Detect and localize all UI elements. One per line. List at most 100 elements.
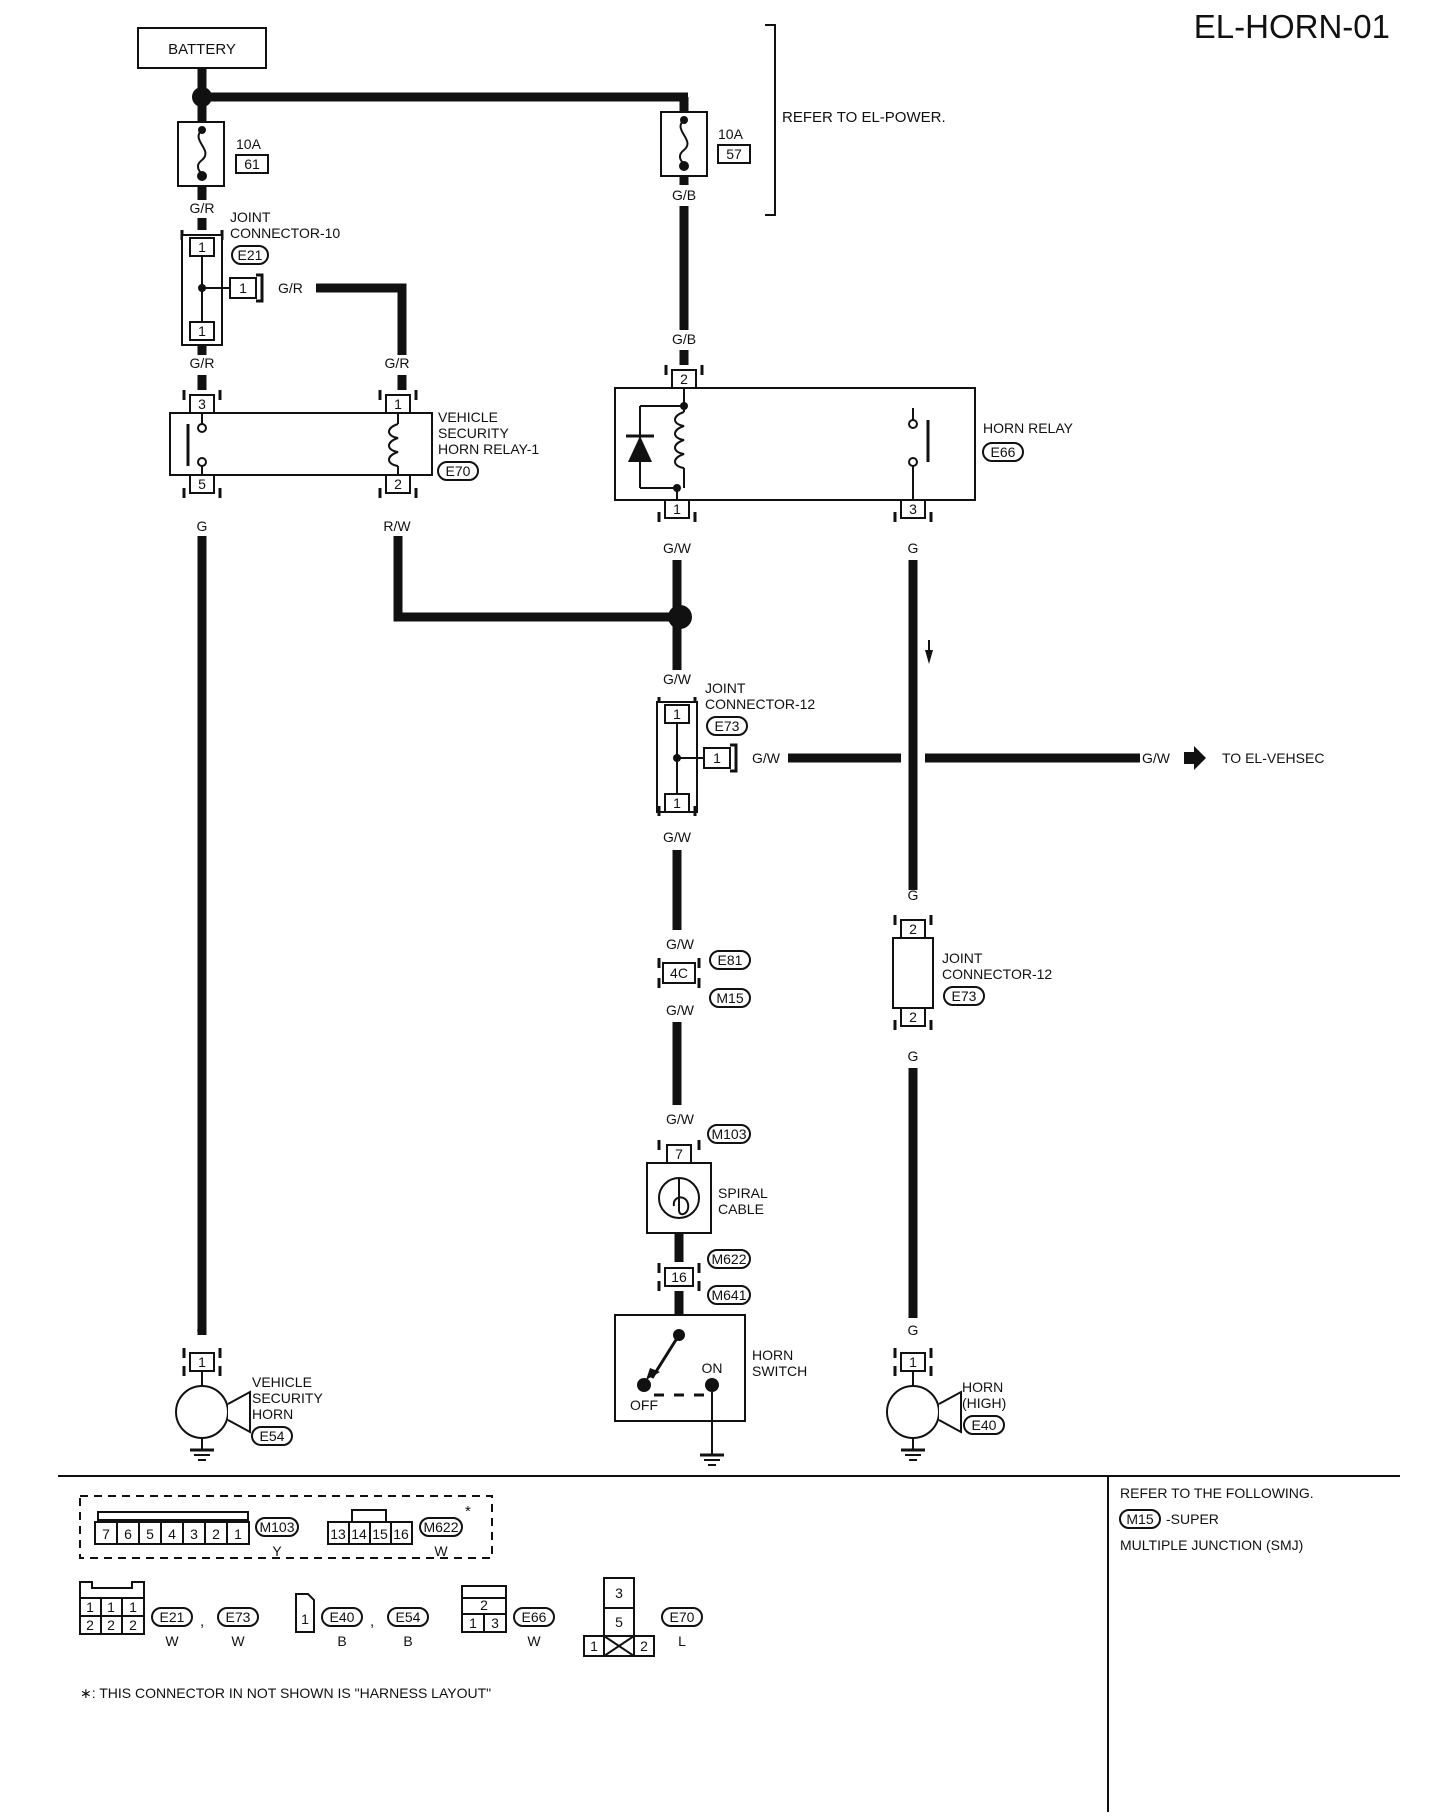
e66-legend-tag (513, 1607, 555, 1627)
e21-connector-face: 1 1 1 2 2 2 (79, 1581, 145, 1635)
m103-connector-tag (707, 1124, 751, 1144)
svg-text:B: B (337, 1633, 346, 1649)
svg-text:1: 1 (394, 396, 402, 412)
svg-text:2: 2 (394, 476, 402, 492)
e73-connector-tag (943, 986, 985, 1006)
svg-text:M641: M641 (711, 1287, 746, 1303)
m641-connector-tag (707, 1285, 751, 1305)
wire-color-g: G (908, 1322, 919, 1338)
e54-connector-tag (251, 1426, 293, 1446)
joint-connector-10: 1 1 1 (180, 230, 264, 346)
fuse-61: 10A 61 (177, 105, 269, 200)
svg-text:3: 3 (615, 1585, 623, 1601)
e73-legend-tag (217, 1607, 259, 1627)
svg-text:14: 14 (351, 1526, 367, 1542)
wire-color-gr: G/R (190, 200, 215, 216)
svg-text:HORN RELAY-1: HORN RELAY-1 (438, 441, 539, 457)
svg-text:1: 1 (909, 1354, 917, 1370)
m622-connector-face: 13 14 15 16 (327, 1509, 413, 1545)
svg-text:2: 2 (680, 371, 688, 387)
svg-text:E70: E70 (446, 463, 471, 479)
vehsec-arrow (1184, 746, 1206, 770)
m622-connector-tag (707, 1249, 751, 1269)
e73-connector-tag (706, 716, 748, 736)
svg-text:13: 13 (330, 1526, 346, 1542)
wire-color-gw: G/W (666, 1111, 695, 1127)
svg-text:2: 2 (909, 1009, 917, 1025)
svg-text:1: 1 (469, 1615, 477, 1631)
svg-text:E21: E21 (160, 1609, 185, 1625)
svg-text:15: 15 (372, 1526, 388, 1542)
m103-connector-face: 7 6 5 4 3 2 1 (94, 1511, 250, 1545)
svg-text:1: 1 (198, 1354, 206, 1370)
svg-text:M622: M622 (711, 1251, 746, 1267)
svg-text:M15: M15 (1126, 1511, 1153, 1527)
wire-color-gb: G/B (672, 331, 696, 347)
svg-text:W: W (231, 1633, 245, 1649)
svg-text:E54: E54 (260, 1428, 285, 1444)
svg-text:CABLE: CABLE (718, 1201, 764, 1217)
svg-text:M103: M103 (711, 1126, 746, 1142)
wire-color-g: G (908, 1048, 919, 1064)
svg-text:*: * (465, 1503, 471, 1520)
svg-text:1: 1 (590, 1638, 598, 1654)
horn-high: 1 (886, 1348, 962, 1461)
diagram-title: EL-HORN-01 (1194, 8, 1390, 45)
svg-text:SWITCH: SWITCH (752, 1363, 807, 1379)
svg-text:ON: ON (702, 1360, 723, 1376)
security-horn: 1 (175, 1348, 251, 1461)
svg-text:,: , (370, 1613, 374, 1630)
m622-legend-tag (419, 1517, 463, 1537)
svg-text:5: 5 (198, 476, 206, 492)
power-bracket (765, 24, 776, 216)
svg-text:7: 7 (102, 1526, 110, 1542)
svg-text:W: W (434, 1543, 448, 1559)
svg-text:1: 1 (107, 1599, 115, 1615)
e40-connector-face: 1 (295, 1593, 315, 1633)
svg-text:1: 1 (301, 1611, 309, 1627)
legend-footnote: ∗: THIS CONNECTOR IN NOT SHOWN IS "HARNE… (80, 1685, 491, 1701)
svg-text:2: 2 (640, 1638, 648, 1654)
fuse-57-amp: 10A (718, 126, 744, 142)
svg-text:W: W (165, 1633, 179, 1649)
vehsec-label: TO EL-VEHSEC (1222, 750, 1324, 766)
battery: BATTERY (137, 27, 267, 69)
svg-text:16: 16 (671, 1269, 687, 1285)
svg-text:3: 3 (491, 1615, 499, 1631)
svg-text:6: 6 (124, 1526, 132, 1542)
wire-color-gw: G/W (1142, 750, 1171, 766)
wire-color-gw: G/W (663, 540, 692, 556)
svg-text:SECURITY: SECURITY (438, 425, 509, 441)
joint10-label-1: JOINT (230, 209, 271, 225)
joint-connector-12-lower: 2 2 (892, 915, 934, 1030)
refer-box-line-3: MULTIPLE JUNCTION (SMJ) (1120, 1537, 1303, 1553)
svg-text:E21: E21 (238, 247, 263, 263)
svg-text:5: 5 (615, 1614, 623, 1630)
e66-connector-tag (982, 442, 1024, 462)
svg-text:SPIRAL: SPIRAL (718, 1185, 768, 1201)
wire-gr-branch (316, 283, 407, 355)
svg-text:2: 2 (480, 1597, 488, 1613)
wire-color-g: G (908, 887, 919, 903)
svg-text:L: L (678, 1633, 686, 1649)
svg-text:E40: E40 (330, 1609, 355, 1625)
wire-rw (393, 536, 680, 622)
svg-text:M622: M622 (423, 1519, 458, 1535)
wire-color-gw: G/W (663, 671, 692, 687)
svg-text:VEHICLE: VEHICLE (252, 1374, 312, 1390)
svg-text:M15: M15 (716, 990, 743, 1006)
svg-text:OFF: OFF (630, 1397, 658, 1413)
wire-color-gw: G/W (663, 829, 692, 845)
svg-text:B: B (403, 1633, 412, 1649)
e21-legend-tag (151, 1607, 193, 1627)
svg-text:1: 1 (198, 323, 206, 339)
svg-text:2: 2 (86, 1617, 94, 1633)
svg-text:JOINT: JOINT (942, 950, 983, 966)
e21-connector-tag (231, 245, 269, 265)
svg-text:16: 16 (393, 1526, 409, 1542)
svg-text:E66: E66 (991, 444, 1016, 460)
e70-connector-tag (437, 461, 479, 481)
svg-text:HORN: HORN (962, 1379, 1003, 1395)
e70-connector-face: 3 5 1 2 (583, 1577, 655, 1657)
